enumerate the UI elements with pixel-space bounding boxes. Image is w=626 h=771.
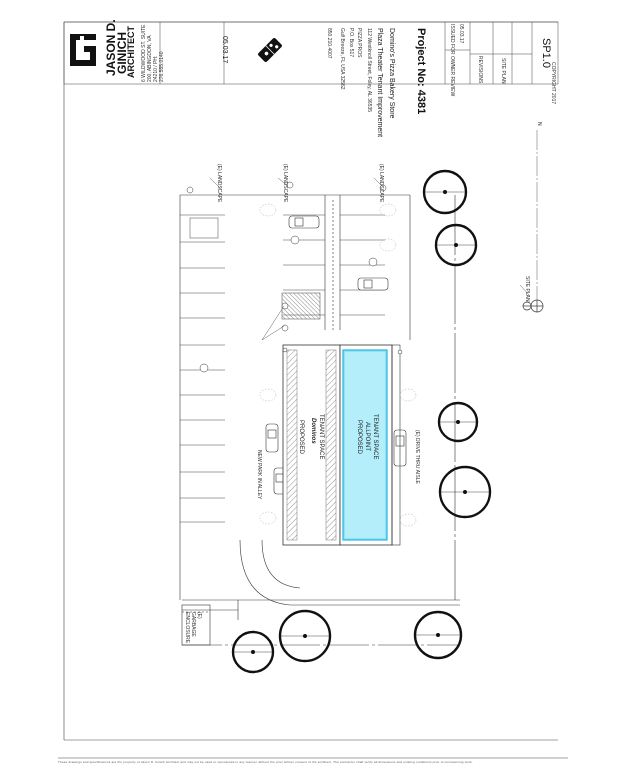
trees: [231, 169, 492, 674]
allpoint-proposed-label: PROPOSED: [356, 420, 362, 455]
firm-address: 6 WILDWOOD ST. SUITE 200, ABINGDON, VA 2…: [141, 24, 165, 82]
owner-name: PIZZA PROS: [356, 28, 362, 58]
north-arrow: [522, 130, 544, 313]
landscape-label-1: (E) LANDSCAPE: [216, 164, 222, 203]
copyright: COPYRIGHT 2017: [550, 62, 556, 105]
dominos-tenant-space: [282, 344, 341, 546]
landscape-label-2: (E) LANDSCAPE: [282, 164, 288, 203]
drive-thru-label: (E) DRIVE THRU AISLE: [414, 430, 420, 484]
landscape-label-3: (E) LANDSCAPE: [378, 164, 384, 203]
drive-curbs: [181, 539, 460, 646]
issue-date: 05.03.17: [221, 36, 228, 64]
key-plan-label: SITE PLAN: [524, 276, 530, 302]
project-name: Domino's Pizza Bakery Store: [388, 28, 395, 119]
revisions-label: REVISIONS: [477, 56, 483, 84]
issued-date: 05.03.17: [458, 24, 464, 44]
owner-phone: 850.210.4007: [326, 28, 332, 59]
north-label: N: [536, 122, 542, 126]
allpoint-tenant-space: [339, 344, 401, 546]
issued-label: ISSUED FOR OWNER REVIEW: [449, 24, 455, 97]
project-description: Plaza Theater Tenant Improvement: [376, 28, 383, 138]
sheet-title: SITE PLAN: [500, 58, 506, 84]
architect-logo: [70, 34, 96, 66]
dominos-tenant-name: Dominos: [310, 418, 316, 444]
landscape-areas: [259, 203, 417, 527]
parking-stalls-left: [180, 214, 225, 523]
dominos-logo: [258, 38, 282, 62]
dominos-tenant-space-label: TENANT SPACE: [318, 414, 324, 460]
leader-lines: [209, 177, 531, 341]
allpoint-tenant-name: ALLPOINT: [364, 422, 370, 452]
project-number: Project No: 4381: [415, 28, 427, 115]
firm-name-line3: ARCHITECT: [126, 26, 136, 78]
dominos-proposed-label: PROPOSED: [298, 420, 304, 455]
site-markers: [186, 181, 403, 373]
project-address: 112 Westknoll Street, Foley, AL 36535: [366, 28, 372, 113]
footer-disclaimer: These drawings and specifications are th…: [58, 760, 473, 764]
allpoint-tenant-space-label: TENANT SPACE: [372, 414, 378, 460]
title-block: [63, 21, 559, 85]
owner-city: Gulf Breeze, FL USA 32562: [339, 28, 345, 90]
parking-layout: [179, 194, 460, 601]
parking-stalls-center: [281, 214, 385, 320]
new-parking-label: NEW PARK IN ALLEY: [256, 450, 262, 500]
garbage-enclosure-label: (E) GARBAGE ENCLOSURE: [184, 612, 202, 644]
owner-po: P.O. Box 517: [348, 28, 354, 58]
